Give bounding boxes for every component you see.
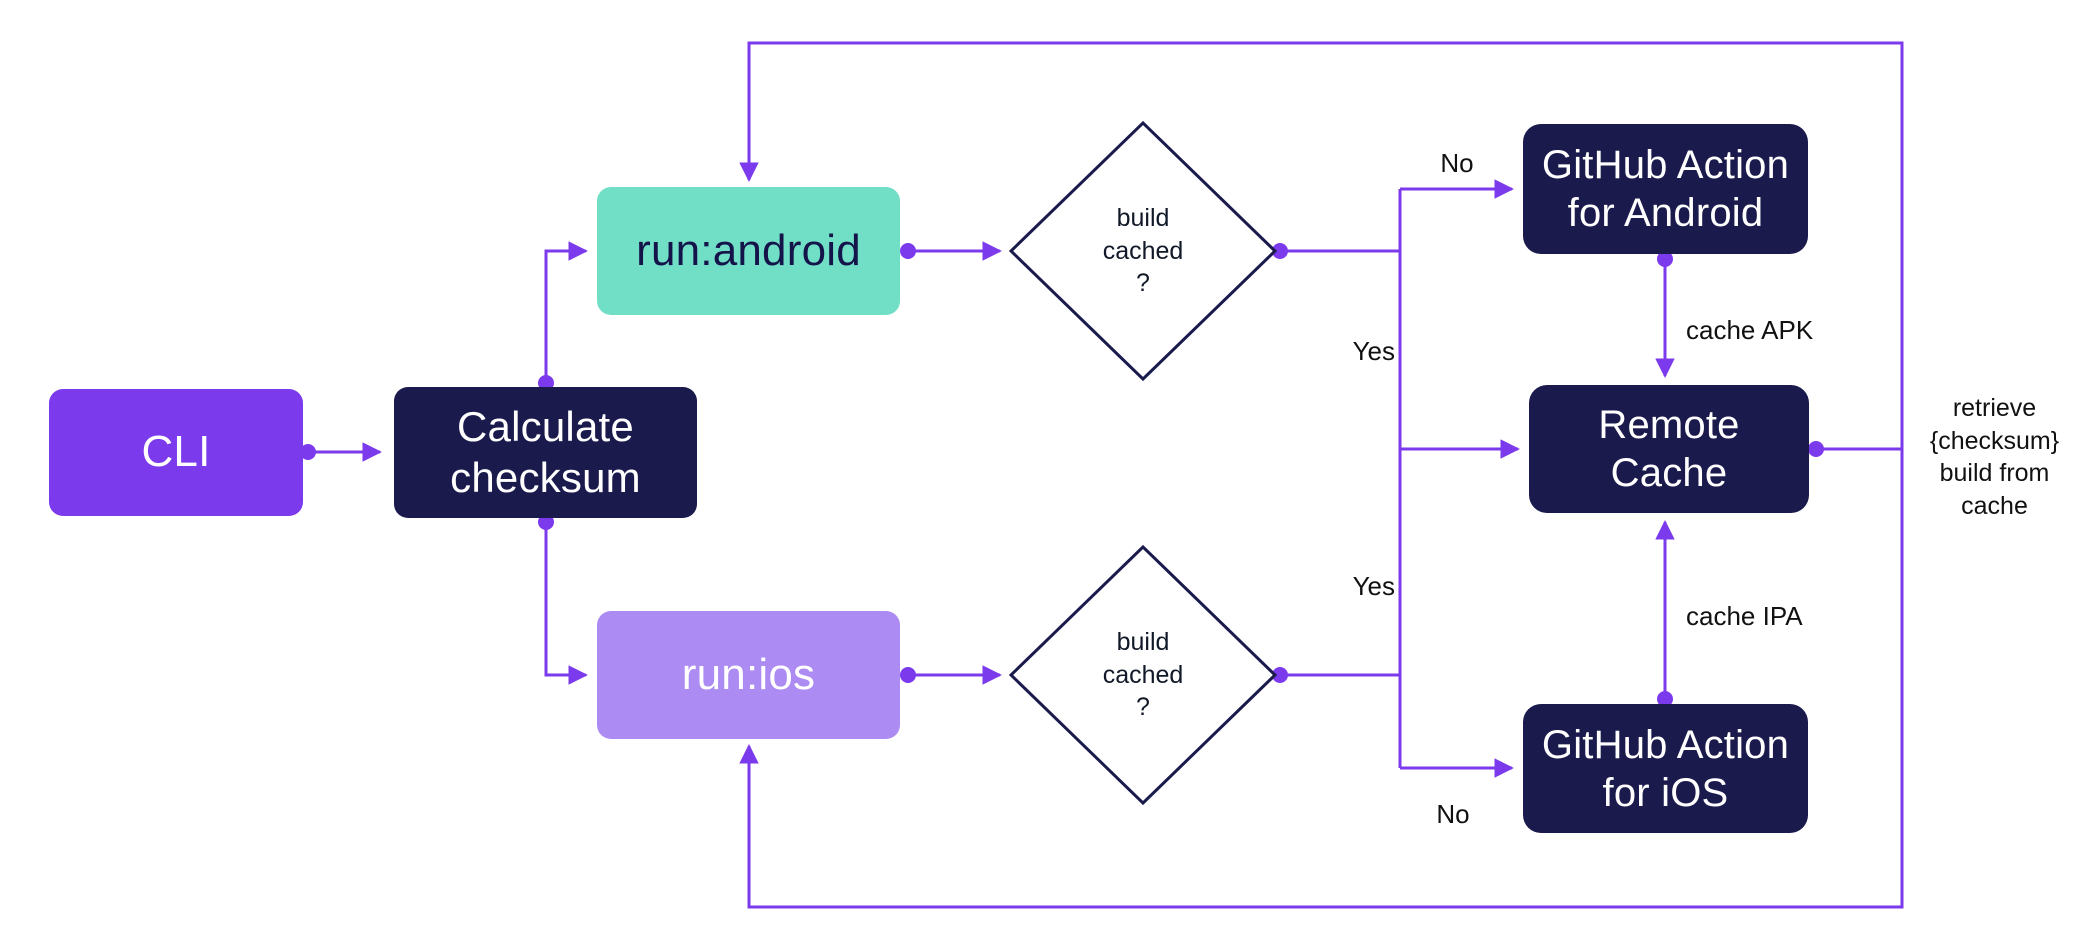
decision-android-label: build cached ? — [1102, 204, 1184, 298]
decision-ios-label: build cached ? — [1102, 628, 1184, 722]
dot-run-ios-out — [900, 667, 916, 683]
node-run-ios: run:ios — [597, 611, 900, 739]
dot-cli-out — [300, 444, 316, 460]
dot-gha-ios-top — [1657, 691, 1673, 707]
edge-label-retrieve-from-cache: retrieve {checksum} build from cache — [1929, 394, 2060, 520]
edge-label-android-no: No — [1440, 148, 1474, 178]
dot-decision-ios-out — [1272, 667, 1288, 683]
node-github-action-ios: GitHub Action for iOS — [1523, 704, 1808, 833]
dot-remote-cache-out — [1808, 441, 1824, 457]
dot-run-android-out — [900, 243, 916, 259]
edge-checksum-to-run-android — [544, 241, 588, 383]
node-github-action-android: GitHub Action for Android — [1523, 124, 1808, 254]
dot-decision-android-out — [1272, 243, 1288, 259]
dot-gha-android-bottom — [1657, 251, 1673, 267]
decision-diamond-android — [1008, 120, 1278, 382]
edge-label-cache-apk: cache APK — [1686, 315, 1814, 345]
edge-label-ios-yes: Yes — [1352, 571, 1395, 601]
node-cli: CLI — [49, 389, 303, 516]
edge-loop-top-to-run-android — [739, 41, 1904, 449]
node-run-android: run:android — [597, 187, 900, 315]
edge-label-cache-ipa: cache IPA — [1686, 601, 1803, 631]
node-calculate-checksum: Calculate checksum — [394, 387, 697, 518]
edge-label-android-yes: Yes — [1352, 336, 1395, 366]
edge-label-ios-no: No — [1436, 799, 1470, 829]
decision-diamond-ios — [1008, 544, 1278, 806]
dot-checksum-bottom — [538, 514, 554, 530]
node-remote-cache: Remote Cache — [1529, 385, 1809, 513]
edge-loop-bottom-to-run-ios — [739, 449, 1904, 909]
edge-checksum-to-run-ios — [544, 522, 588, 685]
